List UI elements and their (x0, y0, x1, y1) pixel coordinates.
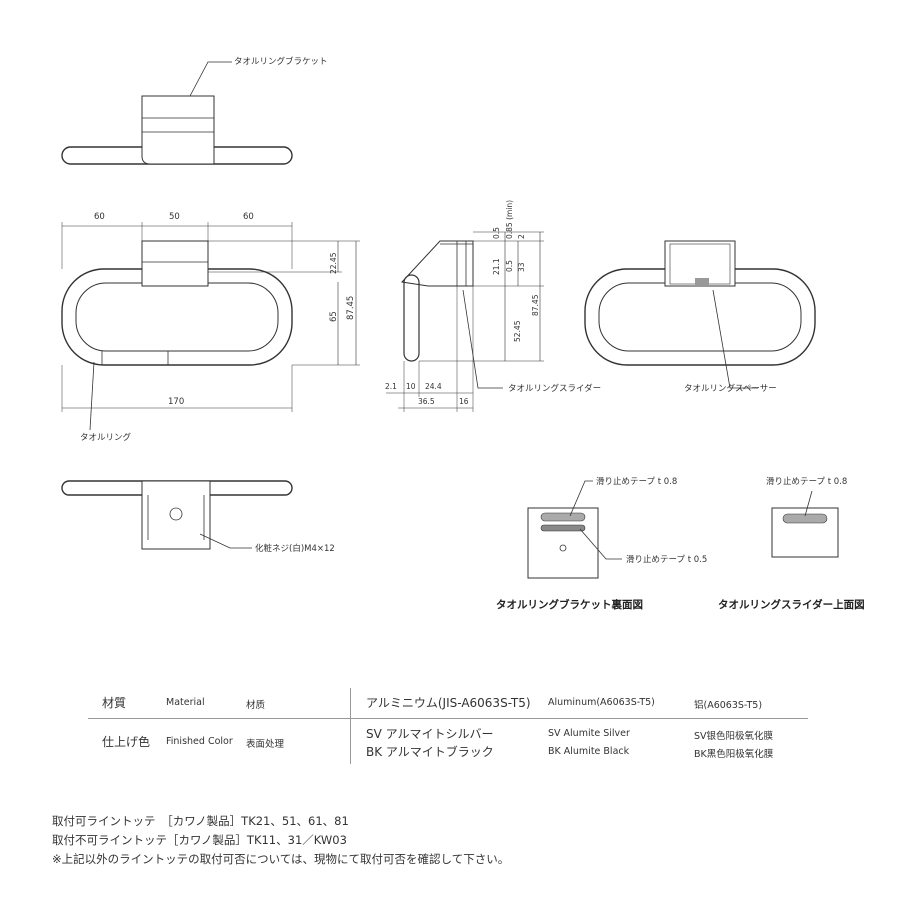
slider-top-tape (782, 513, 828, 524)
spec-row-finish: 仕上げ色 Finished Color 表面处理 SV アルマイトシルバー BK… (88, 718, 808, 765)
bracket-back-view (527, 480, 622, 579)
screw-callout: 化粧ネジ(白)M4×12 (255, 543, 335, 554)
tape-05-callout: 滑り止めテープ t 0.5 (626, 554, 707, 565)
dim-side-right-1: 21.1 (492, 258, 501, 275)
side-view-bracket (400, 240, 474, 287)
finish-value-ja-bk: BK アルマイトブラック (366, 745, 494, 759)
dim-front-width-mid: 50 (169, 212, 180, 222)
bracket-back-outline (527, 507, 599, 579)
spec-table-divider (350, 688, 351, 764)
dim-side-bottom-1: 2.1 (385, 382, 397, 391)
spacer-callout: タオルリングスペーサー (684, 383, 777, 394)
spacer-view (584, 240, 816, 389)
finish-value-en-sv: SV Alumite Silver (548, 728, 630, 739)
bracket-back-tape-08 (540, 512, 586, 522)
material-value-en: Aluminum(A6063S-T5) (548, 697, 655, 708)
spacer-view-ring-inner (598, 282, 802, 352)
note-compatible: 取付可ライントッテ ［カワノ製品］TK21、51、61、81 (52, 814, 349, 828)
dim-side-top-2: 0.85 (min) (505, 200, 514, 239)
front-view-ring-inner (75, 282, 279, 352)
note-incompatible: 取付不可ライントッテ［カワノ製品］TK11、31／KW03 (52, 833, 347, 847)
front-view (61, 222, 360, 431)
finish-value-en-bk: BK Alumite Black (548, 746, 630, 757)
bottom-view-bracket (141, 480, 211, 550)
slider-top-outline (771, 507, 839, 558)
dim-front-height-bracket: 22.45 (329, 252, 338, 274)
front-view-bracket (141, 240, 209, 287)
tape-08-callout-a: 滑り止めテープ t 0.8 (596, 476, 677, 487)
dim-side-bottom-2: 10 (406, 382, 416, 391)
compatibility-notes: 取付可ライントッテ ［カワノ製品］TK21、51、61、81 取付不可ライントッ… (52, 812, 509, 869)
dim-side-right-2: 0.5 (505, 260, 514, 272)
material-label-cn: 材质 (246, 700, 266, 711)
bottom-view-screw (169, 507, 183, 521)
tape-08-callout-b: 滑り止めテープ t 0.8 (766, 476, 847, 487)
bracket-back-tape-05 (540, 524, 586, 532)
side-view-ring-section (403, 274, 420, 362)
slider-top-view (771, 490, 839, 558)
slider-top-caption: タオルリングスライダー上面図 (718, 598, 865, 611)
material-value-cn: 铝(A6063S-T5) (694, 700, 763, 711)
ring-callout: タオルリング (80, 432, 132, 443)
spacer-view-spacer (695, 278, 709, 286)
finish-label-en: Finished Color (166, 736, 233, 747)
material-value-ja: アルミニウム(JIS-A6063S-T5) (366, 696, 531, 710)
dim-side-bottom-4: 36.5 (418, 397, 435, 406)
top-view (61, 61, 293, 165)
dim-side-right-3: 33 (517, 262, 526, 272)
dim-side-right-5: 87.45 (531, 294, 540, 316)
dim-side-top-3: 2 (517, 234, 526, 239)
note-other: ※上記以外のライントッテの取付可否については、現物にて取付可否を確認して下さい。 (52, 852, 510, 866)
finish-value-cn-sv: SV银色阳极氧化膜 (694, 731, 774, 742)
dim-side-bottom-5: 16 (459, 397, 469, 406)
dim-front-total: 170 (168, 397, 184, 407)
dim-front-height-total: 87.45 (346, 296, 356, 320)
dim-front-width-right: 60 (243, 212, 254, 222)
spec-row-material: 材質 Material 材质 アルミニウム(JIS-A6063S-T5) Alu… (88, 688, 808, 718)
top-view-bracket (141, 95, 215, 165)
finish-value-ja-sv: SV アルマイトシルバー (366, 727, 494, 741)
finish-value-cn-bk: BK黑色阳极氧化膜 (694, 749, 774, 760)
spec-table: 材質 Material 材质 アルミニウム(JIS-A6063S-T5) Alu… (88, 688, 808, 765)
dim-front-width-left: 60 (94, 212, 105, 222)
material-label-ja: 材質 (102, 696, 127, 710)
finish-label-ja: 仕上げ色 (102, 735, 151, 749)
bracket-back-caption: タオルリングブラケット裏面図 (496, 598, 643, 611)
dim-front-height-ring: 65 (329, 311, 339, 322)
slider-callout: タオルリングスライダー (508, 383, 601, 394)
material-label-en: Material (166, 697, 205, 708)
dim-side-bottom-3: 24.4 (425, 382, 442, 391)
bracket-callout: タオルリングブラケット (234, 56, 328, 67)
bottom-view (61, 480, 293, 550)
dim-side-right-4: 52.45 (513, 320, 522, 342)
dim-side-top-1: 0.5 (492, 227, 501, 239)
finish-label-cn: 表面处理 (246, 739, 285, 750)
side-view (386, 231, 544, 412)
